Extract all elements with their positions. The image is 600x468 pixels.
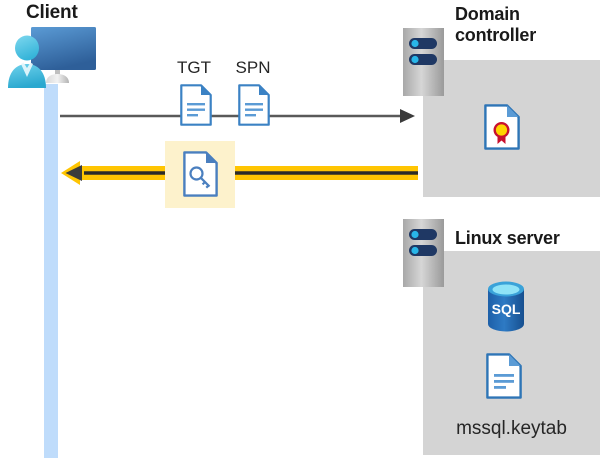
keytab-document-icon [486,353,522,399]
tgt-document-icon [180,84,212,126]
sql-icon-label: SQL [492,301,521,317]
request-arrow [58,108,416,124]
domain-controller-title: Domain controller [455,4,537,45]
client-lifeline [44,84,58,458]
certificate-document-icon [484,104,520,150]
linux-server-title: Linux server [455,228,560,248]
client-title: Client [26,2,78,23]
client-workstation-icon [6,22,102,90]
sql-database-icon: SQL [484,281,528,333]
spn-label: SPN [235,58,271,77]
linux-server-rack-icon [403,219,444,287]
spn-document-icon [238,84,270,126]
tgt-label: TGT [177,58,211,77]
domain-controller-rack-icon [403,28,444,96]
service-ticket-key-document-icon [183,151,218,197]
keytab-filename-label: mssql.keytab [456,418,567,439]
response-arrow [58,161,418,185]
